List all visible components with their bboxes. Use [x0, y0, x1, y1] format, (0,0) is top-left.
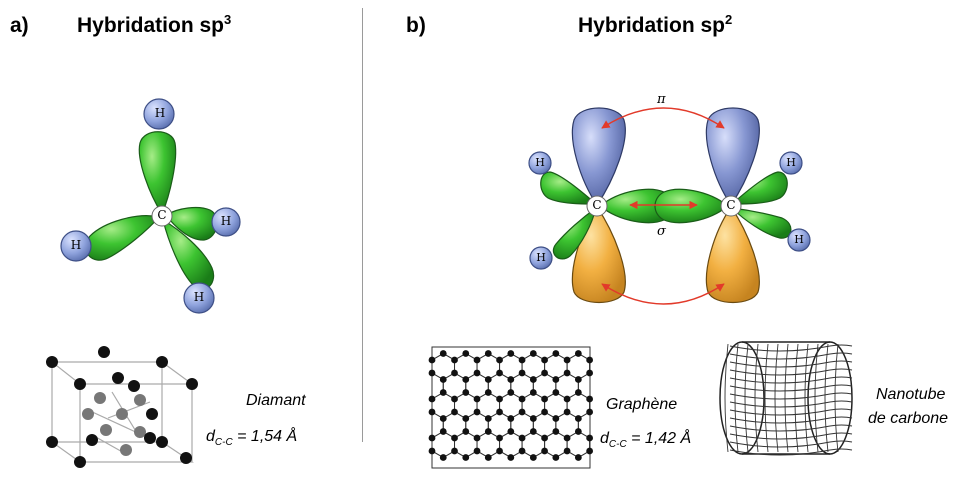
- sp2-ch-lobe-upper-left: [540, 171, 598, 205]
- sp3-lobe-bottom: [162, 218, 215, 290]
- sp2-h-label-lower-left: H: [536, 251, 546, 264]
- panel-divider: [362, 8, 363, 442]
- nanotube-label-line1: Nanotube: [876, 386, 946, 403]
- sp3-c-atom: [151, 205, 173, 227]
- sp2-pi-lobe-top-left: [571, 107, 626, 207]
- diamond-label: Diamant: [246, 392, 306, 409]
- sp2-pi-lobe-bottom-right: [705, 205, 760, 303]
- sp2-c-label-left: C: [592, 198, 602, 212]
- sp3-h-label-top: H: [154, 106, 166, 120]
- panel-a-title: Hybridation sp3: [77, 12, 232, 38]
- sp2-sigma-lobe-right: [654, 188, 729, 224]
- panel-a-title-sup: 3: [224, 12, 232, 27]
- sp2-ch-lobe-lower-left: [552, 206, 597, 260]
- pi-arrow-top: [601, 107, 725, 129]
- pi-arrow-bottom: [601, 283, 725, 305]
- sp2-ch-lobe-upper-right: [730, 171, 788, 205]
- sp2-c-atom-right: [720, 195, 742, 217]
- nanotube-image: [719, 341, 853, 456]
- diamond-bond-length: dC-C = 1,54 Å: [206, 428, 298, 449]
- sp2-c-label-right: C: [726, 198, 736, 212]
- panel-a-letter: a): [10, 14, 29, 37]
- sp2-h-atom-lower-right: [787, 228, 811, 252]
- sp3-lobe-left: [84, 215, 161, 261]
- sp2-pi-lobe-top-right: [705, 107, 760, 207]
- panel-b-title: Hybridation sp2: [578, 12, 733, 38]
- sp3-h-label-right: H: [220, 214, 232, 228]
- graphene-frame: [431, 346, 591, 469]
- sp2-ch-lobe-lower-right: [730, 207, 792, 239]
- graphene-label: Graphène: [606, 396, 678, 413]
- panel-b-title-sup: 2: [725, 12, 733, 27]
- sp3-h-atom-top: [143, 98, 175, 130]
- sp3-h-label-left: H: [70, 238, 82, 252]
- sp3-h-label-bottom: H: [193, 290, 205, 304]
- sigma-bond-label: σ: [657, 224, 666, 239]
- sp2-h-label-upper-right: H: [786, 156, 796, 169]
- sp3-lobe-top: [138, 131, 177, 216]
- diamond-atoms: [46, 346, 198, 468]
- panel-a-title-main: Hybridation sp: [77, 14, 225, 37]
- panel-b-title-main: Hybridation sp: [578, 14, 726, 37]
- sp2-h-label-upper-left: H: [535, 156, 545, 169]
- sp2-c-atom-left: [586, 195, 608, 217]
- graphene-bond-length: dC-C = 1,42 Å: [600, 430, 692, 451]
- panel-b-letter: b): [406, 14, 426, 37]
- nanotube-label-line2: de carbone: [868, 410, 949, 427]
- pi-bond-label: π: [657, 92, 666, 107]
- sp3-h-atom-right: [211, 207, 241, 237]
- sp3-c-label: C: [157, 208, 167, 222]
- sp2-h-atom-lower-left: [529, 246, 553, 270]
- sp2-h-label-lower-right: H: [794, 233, 804, 246]
- sp3-h-atom-bottom: [183, 282, 215, 314]
- sp2-h-atom-upper-left: [528, 151, 552, 175]
- sp2-h-atom-upper-right: [779, 151, 803, 175]
- graphene-lattice: [428, 350, 594, 461]
- sp3-h-atom-left: [60, 230, 92, 262]
